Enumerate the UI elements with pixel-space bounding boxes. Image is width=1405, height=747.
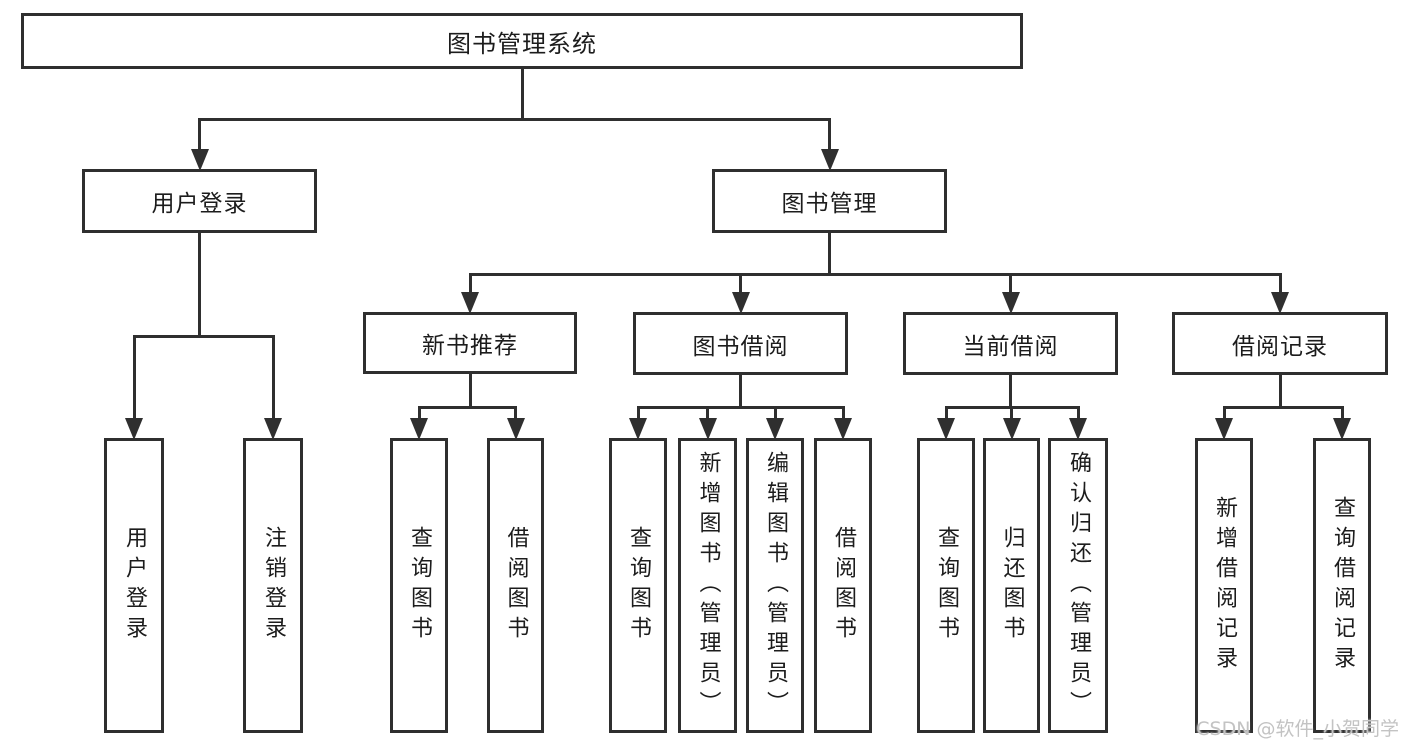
arrow-down-icon-borrow [731, 292, 750, 314]
connector-drop-borrow [739, 273, 742, 296]
connector-drop-bor-add-book [706, 406, 709, 422]
arrow-down-icon-rec [461, 292, 479, 314]
connector-drop-cur-return-book [1010, 406, 1013, 422]
node-logout: 注销登录 [243, 438, 303, 733]
connector-drop-cur-query-book [944, 406, 948, 422]
arrow-down-icon-bor-add-book [698, 418, 717, 440]
node-user-login: 用户登录 [104, 438, 164, 733]
node-log-query-record: 查询借阅记录 [1313, 438, 1371, 733]
connector-rail-record [1222, 406, 1344, 409]
connector-drop-record [1278, 273, 1282, 296]
connector-rail-borrow [636, 406, 845, 409]
connector-rail-rec [417, 406, 517, 409]
arrow-down-icon-login [190, 149, 209, 171]
arrow-down-icon-current [1001, 292, 1020, 314]
connector-stem-rec [468, 374, 472, 409]
node-log-add-record: 新增借阅记录 [1195, 438, 1253, 733]
node-login: 用户登录 [82, 169, 317, 233]
node-borrow: 图书借阅 [633, 312, 848, 375]
arrow-down-icon-log-query-record [1333, 418, 1351, 440]
arrow-down-icon-cur-return-book [1002, 418, 1021, 440]
connector-drop-bor-borrow-book [841, 406, 845, 422]
connector-drop-bor-query-book [636, 406, 640, 422]
connector-stem-current [1009, 375, 1012, 409]
arrow-down-icon-bor-edit-book [766, 418, 784, 440]
csdn-watermark: CSDN @软件_小贺同学 [1196, 718, 1399, 740]
connector-stem-borrow [739, 375, 742, 409]
arrow-down-icon-log-add-record [1215, 418, 1233, 440]
connector-stem-mgmt [828, 233, 831, 276]
arrow-down-icon-bor-borrow-book [834, 418, 852, 440]
connector-drop-rec-borrow-book [514, 406, 517, 422]
node-bor-add-book: 新增图书（管理员） [678, 438, 737, 733]
node-rec-borrow-book: 借阅图书 [487, 438, 544, 733]
arrow-down-icon-rec-query-book [410, 418, 428, 440]
arrow-down-icon-mgmt [820, 149, 839, 171]
connector-drop-log-query-record [1340, 406, 1344, 422]
node-cur-confirm-return: 确认归还（管理员） [1048, 438, 1108, 733]
connector-drop-mgmt [828, 118, 831, 153]
arrow-down-icon-user-login [125, 418, 143, 440]
connector-drop-rec-query-book [417, 406, 421, 422]
connector-drop-bor-edit-book [773, 406, 777, 422]
arrow-down-icon-rec-borrow-book [506, 418, 525, 440]
node-record: 借阅记录 [1172, 312, 1388, 375]
node-rec-query-book: 查询图书 [390, 438, 448, 733]
arrow-down-icon-logout [264, 418, 282, 440]
node-bor-edit-book: 编辑图书（管理员） [746, 438, 804, 733]
node-root: 图书管理系统 [21, 13, 1023, 69]
connector-stem-record [1278, 375, 1282, 409]
connector-rail-root [198, 118, 831, 121]
connector-drop-cur-confirm-return [1076, 406, 1080, 422]
connector-drop-logout [271, 335, 275, 422]
connector-rail-mgmt [468, 273, 1282, 276]
node-mgmt: 图书管理 [712, 169, 947, 233]
node-bor-borrow-book: 借阅图书 [814, 438, 872, 733]
node-current: 当前借阅 [903, 312, 1118, 375]
arrow-down-icon-cur-confirm-return [1069, 418, 1087, 440]
connector-drop-rec [468, 273, 472, 296]
connector-stem-root [520, 69, 524, 121]
connector-rail-login [132, 335, 275, 338]
connector-drop-current [1009, 273, 1012, 296]
node-cur-query-book: 查询图书 [917, 438, 975, 733]
arrow-down-icon-bor-query-book [629, 418, 647, 440]
arrow-down-icon-cur-query-book [937, 418, 955, 440]
connector-drop-log-add-record [1222, 406, 1226, 422]
arrow-down-icon-record [1271, 292, 1289, 314]
node-cur-return-book: 归还图书 [983, 438, 1040, 733]
connector-drop-user-login [132, 335, 136, 422]
connector-drop-login [198, 118, 201, 153]
node-rec: 新书推荐 [363, 312, 577, 374]
connector-stem-login [198, 233, 201, 338]
node-bor-query-book: 查询图书 [609, 438, 667, 733]
